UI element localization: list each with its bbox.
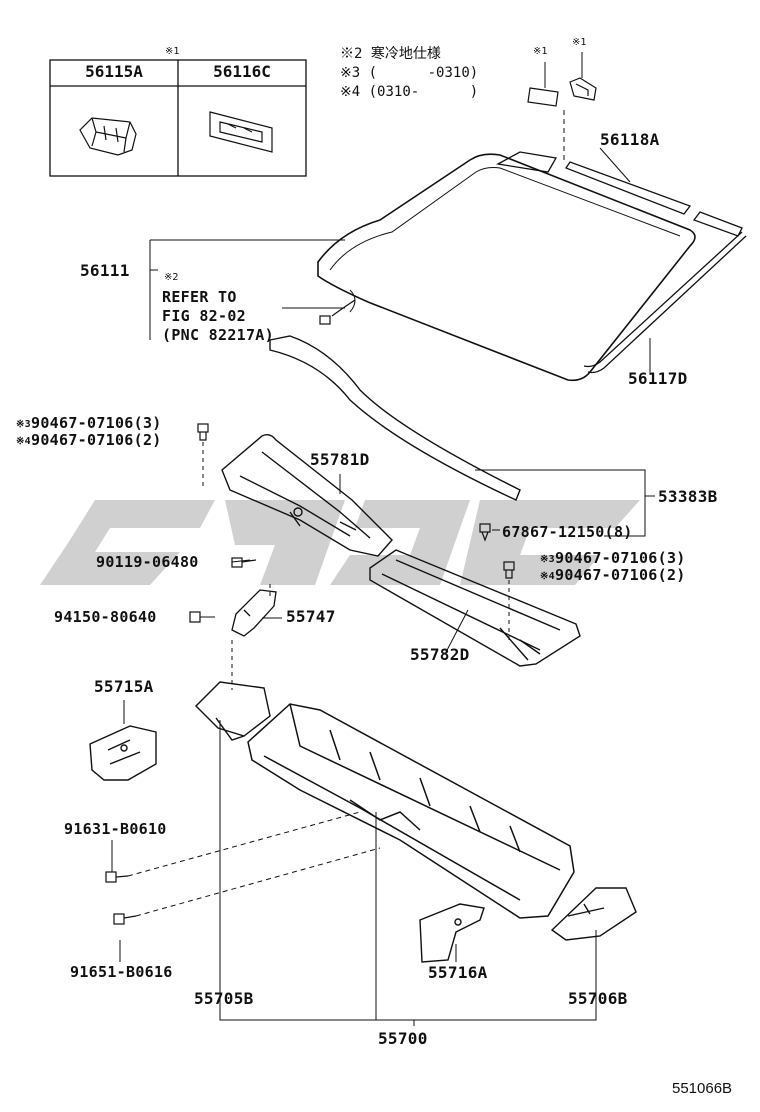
clip-56115A-drawing	[79, 117, 137, 156]
cowl-moulding-drawing	[269, 335, 521, 501]
inset-col-56116C: 56116C	[213, 62, 271, 81]
label-55716A: 55716A	[428, 963, 488, 982]
dam-strips-drawing	[496, 151, 743, 237]
legend-line-1: ※2 寒冷地仕様	[340, 46, 441, 62]
bolt-91651-drawing	[113, 913, 137, 925]
label-55782D: 55782D	[410, 645, 470, 664]
windshield-glass-drawing	[317, 153, 696, 382]
label-94150: 94150-80640	[54, 608, 157, 626]
bracket-55715A-drawing	[89, 725, 157, 781]
label-55747: 55747	[286, 607, 336, 626]
spacer-pad-drawing	[527, 87, 559, 107]
label-55705B: 55705B	[194, 989, 254, 1008]
bracket-55716A-drawing	[419, 903, 485, 963]
screw-right-line-2: ※490467-07106(2)	[540, 566, 686, 584]
clip-56116C-drawing	[209, 111, 273, 153]
pad-mark: ※1	[533, 46, 548, 57]
cowl-top-panel-55781D-drawing	[221, 433, 393, 557]
refer-line-3: (PNC 82217A)	[162, 326, 274, 344]
label-53383B: 53383B	[658, 487, 718, 506]
bracket-55705B-drawing	[195, 681, 271, 741]
clip-67867-drawing	[479, 523, 491, 542]
inset-mark: ※1	[165, 46, 180, 57]
label-91651: 91651-B0616	[70, 963, 173, 981]
label-56117D: 56117D	[628, 369, 688, 388]
label-56118A: 56118A	[600, 130, 660, 149]
nut-94150-drawing	[189, 611, 201, 623]
inset-box	[49, 59, 307, 177]
clip-mark: ※1	[572, 37, 587, 48]
label-67867: 67867-12150(8)	[502, 523, 633, 541]
watermark-logo	[40, 500, 640, 585]
cowl-panel-55700-drawing	[247, 703, 575, 919]
legend-line-2: ※3 ( -0310)	[340, 65, 479, 81]
legend-line-3: ※4 (0310- )	[340, 84, 479, 100]
screw-left-line-1: ※390467-07106(3)	[16, 414, 162, 432]
leader-lines	[111, 147, 655, 1026]
refer-line-1: REFER TO	[162, 288, 237, 306]
bracket-55706B-drawing	[550, 887, 637, 941]
figure-id: 551066B	[672, 1080, 733, 1097]
label-90119: 90119-06480	[96, 553, 199, 571]
label-55700: 55700	[378, 1029, 428, 1048]
refer-line-2: FIG 82-02	[162, 307, 246, 325]
cowl-top-panel-55782D-drawing	[369, 549, 581, 667]
label-56111: 56111	[80, 261, 130, 280]
screw-left-drawing	[197, 423, 209, 441]
screw-left-line-2: ※490467-07106(2)	[16, 431, 162, 449]
sensor-connector-drawing	[319, 299, 356, 325]
label-55781D: 55781D	[310, 450, 370, 469]
label-55706B: 55706B	[568, 989, 628, 1008]
label-91631: 91631-B0610	[64, 820, 167, 838]
refer-mark: ※2	[164, 272, 179, 283]
inset-col-56115A: 56115A	[85, 62, 143, 81]
bolt-91631-drawing	[105, 871, 129, 883]
small-clip-drawing	[569, 77, 597, 101]
screw-right-drawing	[503, 561, 515, 579]
bolt-90119-drawing	[231, 557, 257, 568]
label-55715A: 55715A	[94, 677, 154, 696]
weatherstrip-drawing	[583, 231, 747, 374]
bracket-55747-drawing	[231, 589, 277, 637]
screw-right-line-1: ※390467-07106(3)	[540, 549, 686, 567]
